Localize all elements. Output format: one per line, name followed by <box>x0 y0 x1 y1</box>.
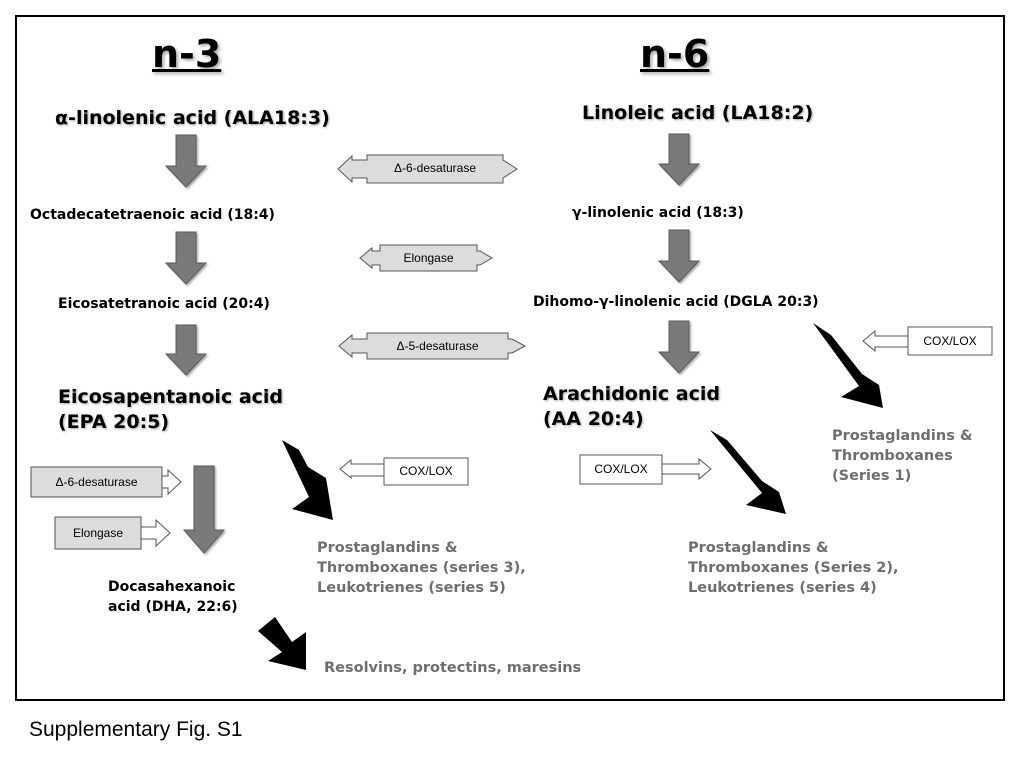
elongase-left-label: Elongase <box>72 526 124 540</box>
epa-products-line1: Prostaglandins & <box>317 540 458 556</box>
dha-label: Docasahexanoic acid (DHA, 22:6) <box>108 577 238 617</box>
epa-products: Prostaglandins & Thromboxanes (series 3)… <box>317 538 526 598</box>
dgla-products-line2: Thromboxanes <box>832 448 953 464</box>
aa-products-line3: Leukotrienes (series 4) <box>688 580 877 596</box>
d6-desaturase-left-label: Δ-6-desaturase <box>55 475 138 489</box>
aa-products: Prostaglandins & Thromboxanes (Series 2)… <box>688 538 899 598</box>
ala-label: α-linolenic acid (ALA18:3) <box>55 107 330 129</box>
epa-products-line2: Thromboxanes (series 3), <box>317 560 526 576</box>
epa-label-line1: Eicosapentanoic acid <box>58 386 284 408</box>
figure-caption: Supplementary Fig. S1 <box>29 718 243 741</box>
coxlox-dgla-label: COX/LOX <box>923 334 977 348</box>
gla-label: γ-linolenic acid (18:3) <box>572 205 744 221</box>
dha-label-line2: acid (DHA, 22:6) <box>108 599 238 615</box>
dgla-label: Dihomo-γ-linolenic acid (DGLA 20:3) <box>533 294 819 310</box>
d6-desaturase-center-label: Δ-6-desaturase <box>393 161 477 175</box>
aa-label-line1: Arachidonic acid <box>543 383 720 405</box>
aa-products-line2: Thromboxanes (Series 2), <box>688 560 899 576</box>
dgla-products: Prostaglandins & Thromboxanes (Series 1) <box>832 426 973 486</box>
dha-products: Resolvins, protectins, maresins <box>324 660 582 676</box>
elongase-center-label: Elongase <box>403 251 454 265</box>
epa-label-line2: (EPA 20:5) <box>58 411 170 433</box>
aa-products-line1: Prostaglandins & <box>688 540 829 556</box>
coxlox-aa-label: COX/LOX <box>594 462 648 476</box>
d5-desaturase-center-label: Δ-5-desaturase <box>396 339 479 353</box>
coxlox-epa-label: COX/LOX <box>399 464 453 478</box>
dgla-products-line1: Prostaglandins & <box>832 428 973 444</box>
n3-heading: n-3 <box>152 32 222 76</box>
eicosatetranoic-label: Eicosatetranoic acid (20:4) <box>58 296 270 312</box>
la-label: Linoleic acid (LA18:2) <box>582 102 814 124</box>
epa-label: Eicosapentanoic acid (EPA 20:5) <box>58 385 283 435</box>
octadecatetraenoic-label: Octadecatetraenoic acid (18:4) <box>30 207 275 223</box>
epa-products-line3: Leukotrienes (series 5) <box>317 580 506 596</box>
dgla-products-line3: (Series 1) <box>832 468 912 484</box>
aa-label-line2: (AA 20:4) <box>543 408 644 430</box>
n6-heading: n-6 <box>640 32 710 76</box>
dha-label-line1: Docasahexanoic <box>108 579 236 595</box>
aa-label: Arachidonic acid (AA 20:4) <box>543 382 720 432</box>
